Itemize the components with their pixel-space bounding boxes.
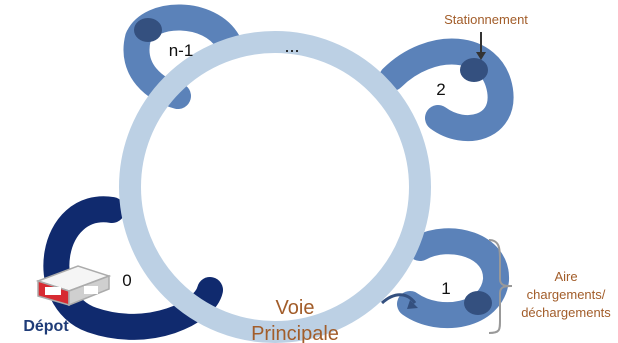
ellipsis-label: ... (284, 36, 299, 56)
main-road-ring (119, 31, 431, 343)
loading-area-line3: déchargements (521, 305, 611, 320)
main-road-label-line2: Principale (251, 323, 339, 343)
loop-2-label: 2 (436, 80, 445, 99)
loading-area-brace (488, 239, 513, 334)
loop-n-1-label: n-1 (169, 41, 194, 60)
node-1 (464, 291, 492, 315)
parking-pointer-head-icon (476, 52, 486, 60)
turn-arrow-head-icon (407, 300, 418, 309)
loading-area-line2: chargements/ (527, 287, 606, 302)
node-n-1 (134, 18, 162, 42)
loop-0-label: 0 (122, 271, 131, 290)
depot-label: Dépot (23, 318, 69, 335)
turn-arrow-icon (380, 293, 417, 305)
loading-area-line1: Aire (554, 269, 577, 284)
loop-2 (379, 38, 514, 142)
node-2 (460, 58, 488, 82)
main-road-label-line1: Voie (276, 297, 315, 319)
loop-1-label: 1 (441, 279, 450, 298)
depot-building-icon (35, 265, 112, 307)
loop-1 (397, 228, 509, 329)
parking-label: Stationnement (444, 12, 528, 27)
